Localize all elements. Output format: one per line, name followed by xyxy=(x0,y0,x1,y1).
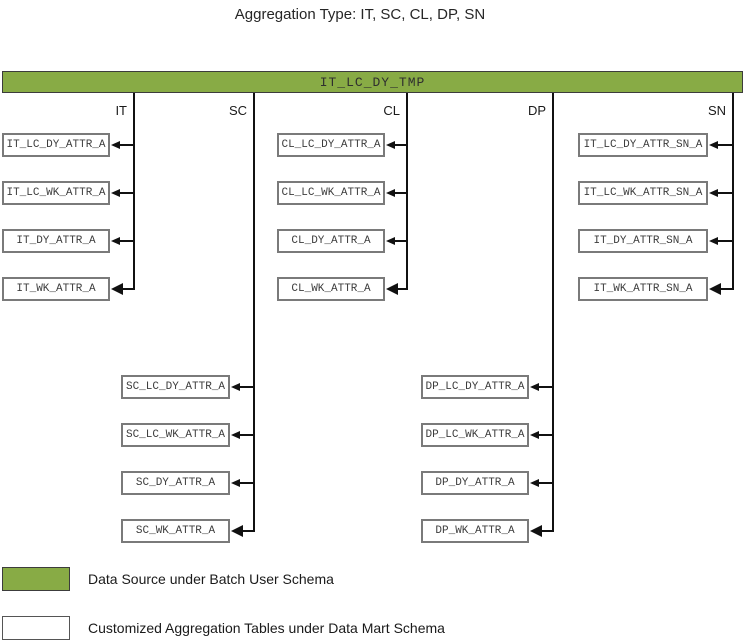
arrow xyxy=(108,283,133,295)
arrow-head-icon xyxy=(228,525,243,537)
arrow xyxy=(108,189,133,197)
arrow-head-icon xyxy=(228,431,240,439)
table-box-label: SC_DY_ATTR_A xyxy=(135,477,216,489)
arrow-head-icon xyxy=(706,141,718,149)
legend-item-aggregation-tables: Customized Aggregation Tables under Data… xyxy=(2,616,445,640)
table-box: CL_DY_ATTR_A xyxy=(277,229,406,253)
arrow-head-icon xyxy=(527,479,539,487)
column-label-dp: DP xyxy=(527,103,546,118)
arrow-head-icon xyxy=(383,237,395,245)
arrow xyxy=(706,283,732,295)
column-label-it: IT xyxy=(115,103,127,118)
arrow xyxy=(527,431,552,439)
table-box: IT_DY_ATTR_SN_A xyxy=(578,229,732,253)
source-table-label: IT_LC_DY_TMP xyxy=(319,74,426,90)
arrow xyxy=(228,431,253,439)
table-box-label: IT_WK_ATTR_A xyxy=(16,283,96,295)
table-box: IT_LC_DY_ATTR_A xyxy=(2,133,133,157)
table-box: CL_WK_ATTR_A xyxy=(277,277,406,301)
arrow-head-icon xyxy=(383,141,395,149)
arrow-head-icon xyxy=(706,283,721,295)
table-box: DP_LC_DY_ATTR_A xyxy=(421,375,552,399)
arrow xyxy=(108,237,133,245)
table-box: IT_LC_WK_ATTR_A xyxy=(2,181,133,205)
arrow xyxy=(383,237,406,245)
arrow-head-icon xyxy=(108,283,123,295)
table-box: DP_DY_ATTR_A xyxy=(421,471,552,495)
source-table-bar: IT_LC_DY_TMP xyxy=(2,71,743,93)
arrow-head-icon xyxy=(383,283,398,295)
table-box: IT_LC_DY_ATTR_SN_A xyxy=(578,133,732,157)
legend-label: Data Source under Batch User Schema xyxy=(88,571,334,587)
table-box-label: CL_LC_DY_ATTR_A xyxy=(281,139,381,151)
table-box-label: SC_LC_WK_ATTR_A xyxy=(125,429,226,441)
arrow xyxy=(383,141,406,149)
column-label-cl: CL xyxy=(383,103,400,118)
legend-swatch-white xyxy=(2,616,70,640)
arrow-head-icon xyxy=(108,237,120,245)
table-box-label: CL_WK_ATTR_A xyxy=(291,283,371,295)
arrow-head-icon xyxy=(706,189,718,197)
table-box: DP_WK_ATTR_A xyxy=(421,519,552,543)
connector-line-sn xyxy=(732,93,734,290)
arrow xyxy=(527,383,552,391)
table-box-label: IT_WK_ATTR_SN_A xyxy=(593,283,693,295)
arrow-head-icon xyxy=(527,431,539,439)
table-box: IT_WK_ATTR_SN_A xyxy=(578,277,732,301)
table-box: SC_DY_ATTR_A xyxy=(121,471,253,495)
table-box-label: DP_DY_ATTR_A xyxy=(435,477,515,489)
connector-line-sc xyxy=(253,93,255,532)
table-box-label: IT_LC_DY_ATTR_SN_A xyxy=(583,139,703,151)
arrow-head-icon xyxy=(706,237,718,245)
arrow xyxy=(228,383,253,391)
table-box-label: SC_LC_DY_ATTR_A xyxy=(125,381,226,393)
arrow xyxy=(228,479,253,487)
connector-line-dp xyxy=(552,93,554,532)
legend-swatch-green xyxy=(2,567,70,591)
arrow-head-icon xyxy=(228,479,240,487)
column-label-sn: SN xyxy=(707,103,726,118)
connector-line-it xyxy=(133,93,135,290)
table-box-label: IT_LC_DY_ATTR_A xyxy=(6,139,106,151)
arrow xyxy=(383,189,406,197)
arrow-head-icon xyxy=(527,383,539,391)
table-box-label: IT_DY_ATTR_SN_A xyxy=(593,235,693,247)
arrow-head-icon xyxy=(228,383,240,391)
arrow xyxy=(527,479,552,487)
table-box-label: DP_LC_WK_ATTR_A xyxy=(425,429,525,441)
table-box-label: CL_LC_WK_ATTR_A xyxy=(281,187,381,199)
diagram-title: Aggregation Type: IT, SC, CL, DP, SN xyxy=(234,6,486,23)
table-box-label: IT_LC_WK_ATTR_A xyxy=(6,187,106,199)
table-box: SC_WK_ATTR_A xyxy=(121,519,253,543)
legend-label: Customized Aggregation Tables under Data… xyxy=(88,620,445,636)
table-box-label: DP_LC_DY_ATTR_A xyxy=(425,381,525,393)
table-box: IT_DY_ATTR_A xyxy=(2,229,133,253)
arrow xyxy=(108,141,133,149)
table-box-label: IT_LC_WK_ATTR_SN_A xyxy=(583,187,703,199)
arrow xyxy=(706,189,732,197)
table-box: DP_LC_WK_ATTR_A xyxy=(421,423,552,447)
table-box: SC_LC_WK_ATTR_A xyxy=(121,423,253,447)
arrow xyxy=(527,525,552,537)
arrow xyxy=(706,141,732,149)
arrow xyxy=(228,525,253,537)
table-box: SC_LC_DY_ATTR_A xyxy=(121,375,253,399)
arrow-head-icon xyxy=(108,189,120,197)
table-box-label: DP_WK_ATTR_A xyxy=(435,525,515,537)
table-box-label: SC_WK_ATTR_A xyxy=(135,525,216,537)
table-box-label: IT_DY_ATTR_A xyxy=(16,235,96,247)
arrow xyxy=(706,237,732,245)
arrow-head-icon xyxy=(527,525,542,537)
table-box: CL_LC_DY_ATTR_A xyxy=(277,133,406,157)
table-box: IT_WK_ATTR_A xyxy=(2,277,133,301)
table-box: IT_LC_WK_ATTR_SN_A xyxy=(578,181,732,205)
connector-line-cl xyxy=(406,93,408,290)
table-box: CL_LC_WK_ATTR_A xyxy=(277,181,406,205)
arrow-head-icon xyxy=(383,189,395,197)
arrow-head-icon xyxy=(108,141,120,149)
arrow xyxy=(383,283,406,295)
table-box-label: CL_DY_ATTR_A xyxy=(291,235,371,247)
legend-item-data-source: Data Source under Batch User Schema xyxy=(2,567,334,591)
column-label-sc: SC xyxy=(228,103,247,118)
